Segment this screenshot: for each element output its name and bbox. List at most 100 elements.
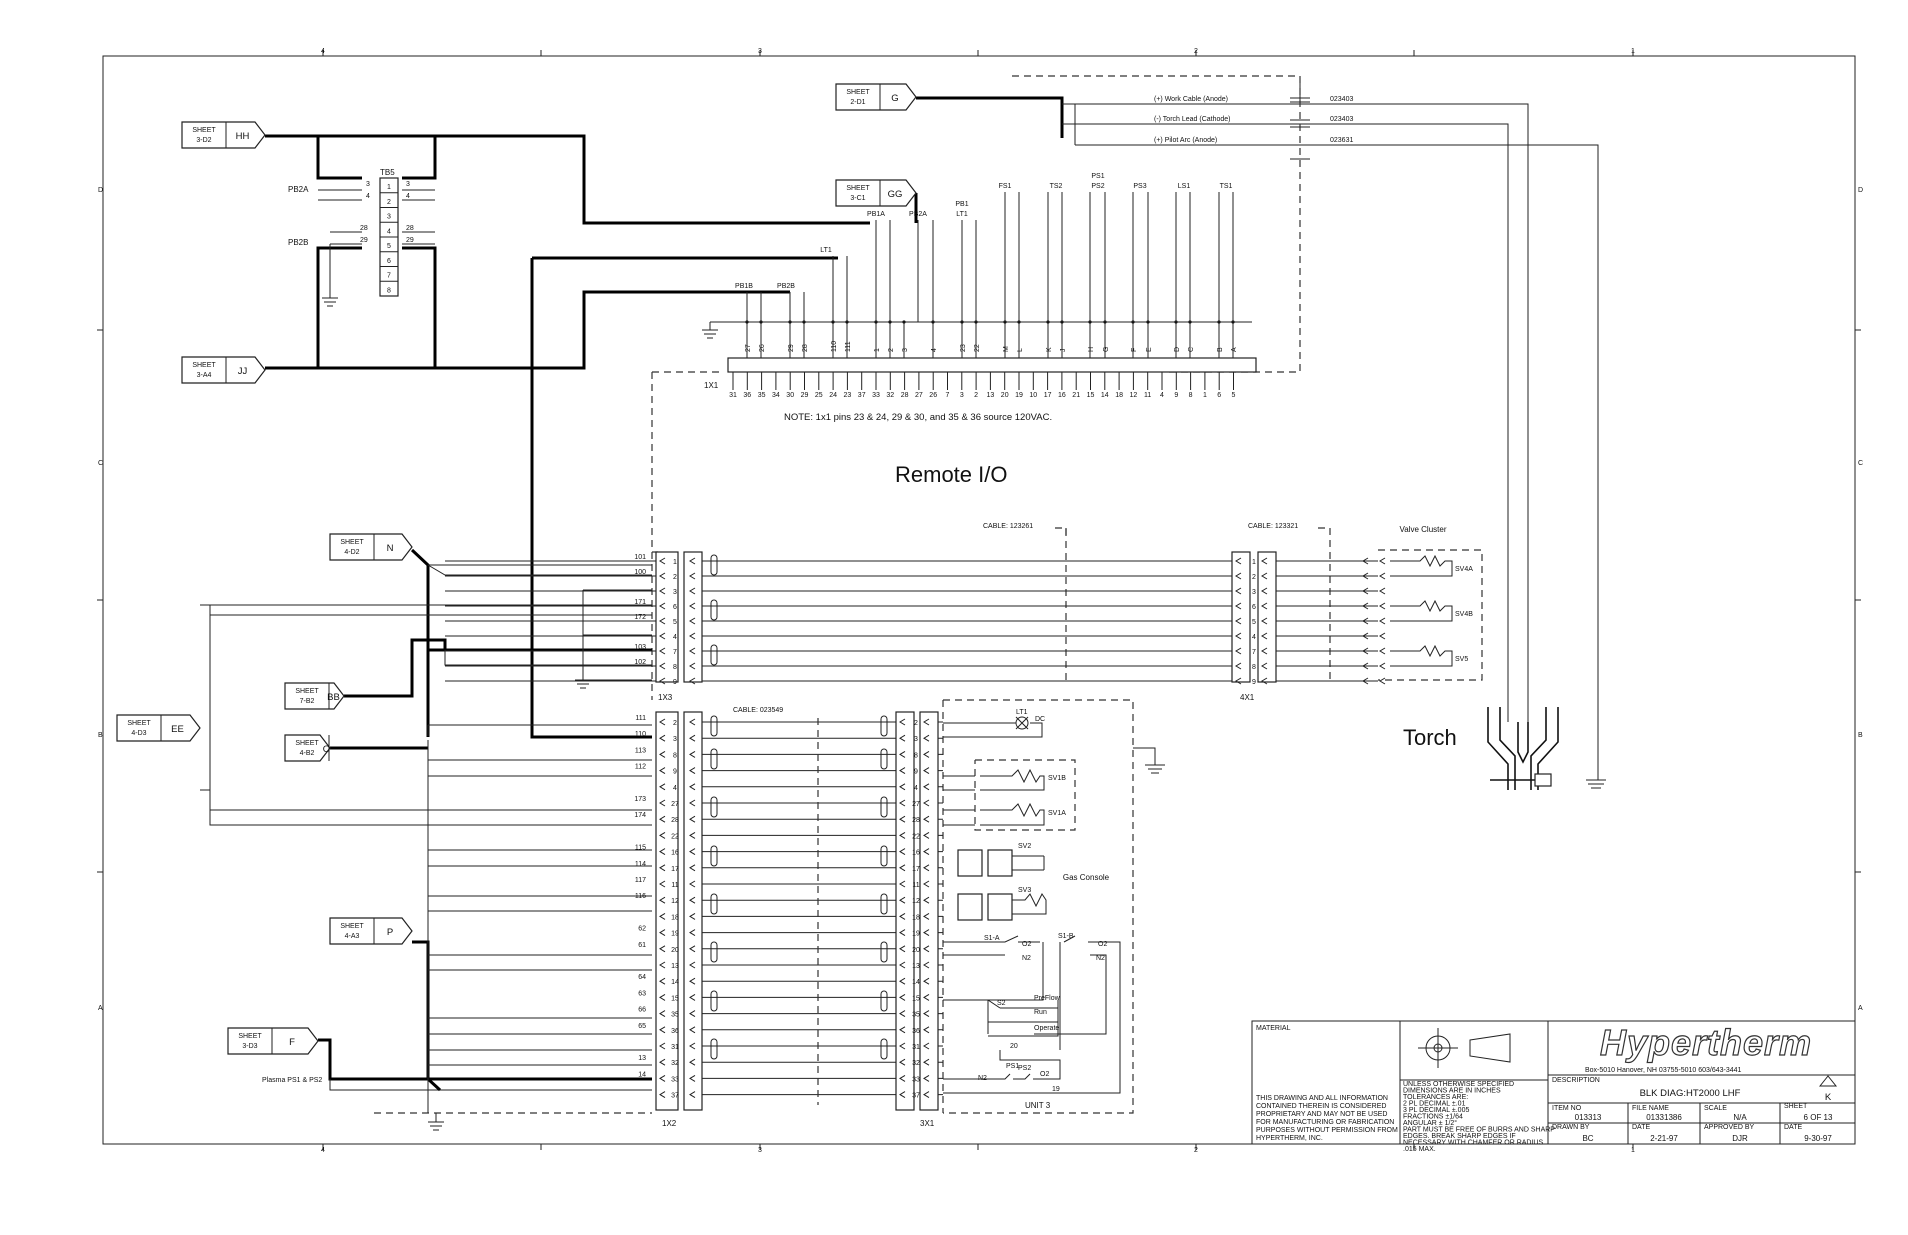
sheet-ref-6-tag: EE bbox=[171, 724, 184, 735]
sheet-ref-3-sheet: SHEET bbox=[846, 185, 870, 192]
x1-wire-label-7: 2 bbox=[888, 348, 895, 352]
x1x2-pin-4: 4 bbox=[673, 785, 677, 792]
x4x1-pin-7: 8 bbox=[1252, 664, 1256, 671]
x1x2-wire-3: 112 bbox=[635, 764, 646, 771]
x1x2-pin-12: 18 bbox=[671, 914, 679, 921]
switch-label-7: PB1 bbox=[955, 201, 968, 208]
tb5-pin-2: 2 bbox=[387, 199, 391, 206]
unit3-label: UNIT 3 bbox=[1025, 1101, 1051, 1110]
x3x1-pin-3: 9 bbox=[914, 769, 918, 776]
x1x2-pin-5: 27 bbox=[671, 801, 679, 808]
switch-label-3: PS2 bbox=[1091, 183, 1104, 190]
x1-pin-12: 12 bbox=[1130, 392, 1138, 399]
x3x1-pin-16: 14 bbox=[912, 979, 920, 986]
switch-label-1: TS2 bbox=[1050, 183, 1063, 190]
file-name-value: 01331386 bbox=[1646, 1113, 1682, 1122]
x1-pin-18: 18 bbox=[1115, 392, 1123, 399]
tb5-wire-4-right: 4 bbox=[406, 193, 410, 200]
x1x3-pin-6: 7 bbox=[673, 649, 677, 656]
border-letter-left-0: D bbox=[98, 187, 103, 194]
x4x1-pin-8: 9 bbox=[1252, 679, 1256, 686]
sheet-ref-2-tag: G bbox=[891, 93, 898, 104]
x1x3-wire-4: 172 bbox=[634, 614, 646, 621]
sv3-label: SV3 bbox=[1018, 887, 1031, 894]
material-label: MATERIAL bbox=[1256, 1025, 1291, 1032]
company-address: Box-5010 Hanover, NH 03755-5010 603/643-… bbox=[1585, 1067, 1742, 1074]
sheet-ref-0-ref: 3-D2 bbox=[196, 137, 211, 144]
border-number-top-3: 1 bbox=[1631, 48, 1635, 55]
x1-note: NOTE: 1x1 pins 23 & 24, 29 & 30, and 35 … bbox=[784, 412, 1052, 423]
x1-wire-label-8: 3 bbox=[902, 348, 909, 352]
drawing-description: BLK DIAG:HT2000 LHF bbox=[1640, 1088, 1741, 1099]
border-number-bottom-2: 2 bbox=[1194, 1147, 1198, 1154]
work-lead-part-1: 023403 bbox=[1330, 116, 1353, 123]
work-lead-part-0: 023403 bbox=[1330, 96, 1353, 103]
x1x3-wiring bbox=[200, 527, 1483, 826]
x3x1-pin-6: 28 bbox=[912, 817, 920, 824]
x1x2-label: 1X2 bbox=[662, 1119, 677, 1128]
border-letter-right-2: B bbox=[1858, 732, 1863, 739]
x1-pin-30: 30 bbox=[786, 392, 794, 399]
x1-pin-33: 33 bbox=[872, 392, 880, 399]
x1x2-pin-0: 2 bbox=[673, 720, 677, 727]
scale-label: SCALE bbox=[1704, 1105, 1727, 1112]
x1x2-wire-17: 63 bbox=[638, 990, 646, 997]
x1x3-receptacle bbox=[683, 551, 703, 683]
x1-wire-label-17: G bbox=[1103, 347, 1110, 352]
x1-pin-1: 1 bbox=[1203, 392, 1207, 399]
x3x1-pin-5: 27 bbox=[912, 801, 920, 808]
x4x1-pin-4: 5 bbox=[1252, 619, 1256, 626]
x1x3-wire-3: 171 bbox=[634, 599, 646, 606]
x1x2-pin-3: 9 bbox=[673, 769, 677, 776]
x1-pin-10: 10 bbox=[1029, 392, 1037, 399]
s1b-label: S1-B bbox=[1058, 933, 1074, 940]
x4x1-pin-1: 2 bbox=[1252, 574, 1256, 581]
x1-pin-5: 5 bbox=[1232, 392, 1236, 399]
border-number-bottom-1: 3 bbox=[758, 1147, 762, 1154]
switch-label-4: PS3 bbox=[1133, 183, 1146, 190]
work-lead-label-1: (-) Torch Lead (Cathode) bbox=[1154, 116, 1231, 123]
x3x1-pin-15: 13 bbox=[912, 963, 920, 970]
x1-label: 1X1 bbox=[704, 381, 719, 390]
tb5-pin-1: 1 bbox=[387, 184, 391, 191]
n2-label-c: N2 bbox=[978, 1075, 987, 1082]
x1-wire-label-5: 111 bbox=[845, 341, 852, 352]
x1x2-wire-14: 61 bbox=[638, 942, 646, 949]
x1-pin-11: 11 bbox=[1144, 392, 1151, 399]
drawing-border bbox=[102, 55, 1856, 1145]
x1-wire-label-14: K bbox=[1046, 347, 1053, 352]
x3x1-pin-2: 8 bbox=[914, 752, 918, 759]
border-letter-left-1: C bbox=[98, 460, 103, 467]
x3x1-pin-13: 19 bbox=[912, 931, 920, 938]
o2-label-b: O2 bbox=[1098, 941, 1107, 948]
x1-wire-label-9: 4 bbox=[931, 348, 938, 352]
x1x2-wire-6: 174 bbox=[634, 812, 646, 819]
x1x2-wire-2: 113 bbox=[635, 747, 646, 754]
x1-wire-label-2: 29 bbox=[788, 344, 795, 352]
date-label-1: DATE bbox=[1632, 1124, 1650, 1131]
torch-symbol bbox=[1487, 707, 1559, 790]
x1-wire-label-15: J bbox=[1060, 349, 1067, 353]
sheet-ref-5-ref: 7-B2 bbox=[300, 698, 315, 705]
work-lead-label-0: (+) Work Cable (Anode) bbox=[1154, 96, 1228, 103]
sheet-ref-7-ref: 4-B2 bbox=[300, 750, 315, 757]
x1-wire-label-19: E bbox=[1146, 347, 1153, 352]
x1x2-wire-5: 173 bbox=[634, 796, 646, 803]
gas-console bbox=[943, 716, 1121, 1094]
x1-pin-36: 36 bbox=[743, 392, 751, 399]
x1x2-wire-10: 117 bbox=[635, 877, 646, 884]
switch-label-9: PB1A bbox=[867, 211, 885, 218]
x1x2-receptacle bbox=[683, 711, 703, 1111]
x3x1-pin-7: 22 bbox=[912, 833, 920, 840]
title-block bbox=[1251, 1020, 1856, 1145]
x1x3-pin-7: 8 bbox=[673, 664, 677, 671]
